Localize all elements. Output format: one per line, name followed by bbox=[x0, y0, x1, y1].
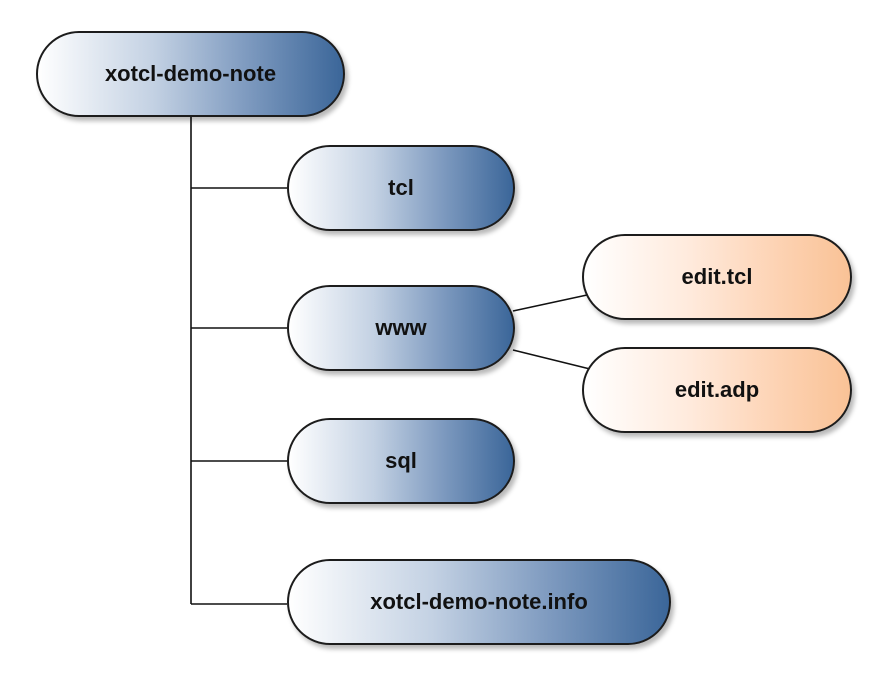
folder-node-sql: sql bbox=[287, 418, 515, 504]
file-node-label: edit.tcl bbox=[681, 264, 753, 289]
file-node-edit-tcl: edit.tcl bbox=[582, 234, 852, 320]
file-node-label: edit.adp bbox=[674, 377, 760, 402]
branch-line-edit-tcl bbox=[512, 294, 588, 312]
folder-node-label: sql bbox=[385, 448, 417, 473]
file-node-info: xotcl-demo-note.info bbox=[287, 559, 671, 645]
branch-line-edit-adp bbox=[512, 349, 591, 370]
root-node-xotcl-demo-note: xotcl-demo-note bbox=[36, 31, 345, 117]
folder-node-www: www bbox=[287, 285, 515, 371]
file-node-edit-adp: edit.adp bbox=[582, 347, 852, 433]
file-node-label: xotcl-demo-note.info bbox=[370, 589, 588, 614]
folder-node-label: tcl bbox=[388, 175, 414, 200]
root-node-label: xotcl-demo-note bbox=[104, 61, 277, 86]
folder-node-tcl: tcl bbox=[287, 145, 515, 231]
folder-node-label: www bbox=[375, 315, 427, 340]
